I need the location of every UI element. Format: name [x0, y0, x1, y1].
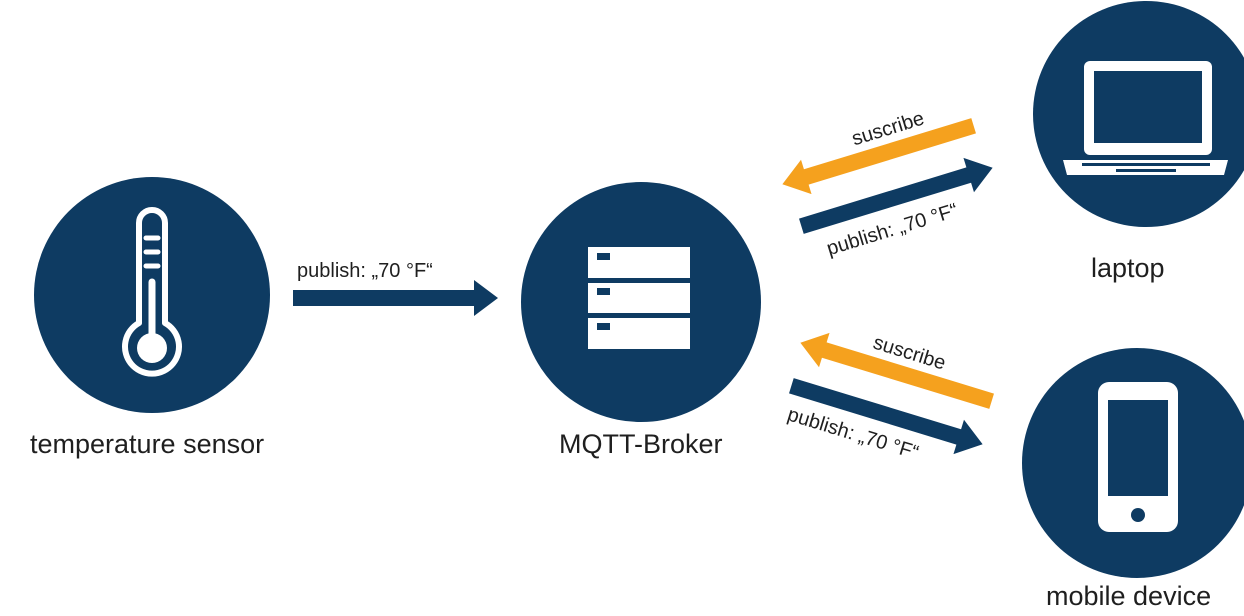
- publish-arrow-shape: [789, 378, 983, 455]
- thermometer-icon: [122, 207, 182, 377]
- publish-arrow-shape: [799, 157, 993, 234]
- sensor-node: [34, 177, 270, 413]
- broker-label: MQTT-Broker: [559, 429, 723, 459]
- publish-label-sensor: publish: „70 °F“: [297, 260, 433, 282]
- subscribe-arrow-shape: [800, 332, 994, 409]
- mobile-label: mobile device: [1046, 581, 1212, 611]
- smartphone-icon: [1098, 382, 1178, 532]
- laptop-icon: [1063, 61, 1228, 175]
- publish-arrow-shape: [293, 280, 498, 316]
- mobile-node: [1022, 348, 1244, 578]
- broker-node: [521, 182, 761, 422]
- publish-arrow-sensor-to-broker: publish: „70 °F“: [293, 260, 498, 316]
- server-icon: [588, 247, 690, 349]
- laptop-label: laptop: [1091, 253, 1165, 283]
- subscribe-arrow-shape: [782, 118, 976, 195]
- laptop-node: [1033, 1, 1244, 227]
- sensor-label: temperature sensor: [30, 429, 265, 459]
